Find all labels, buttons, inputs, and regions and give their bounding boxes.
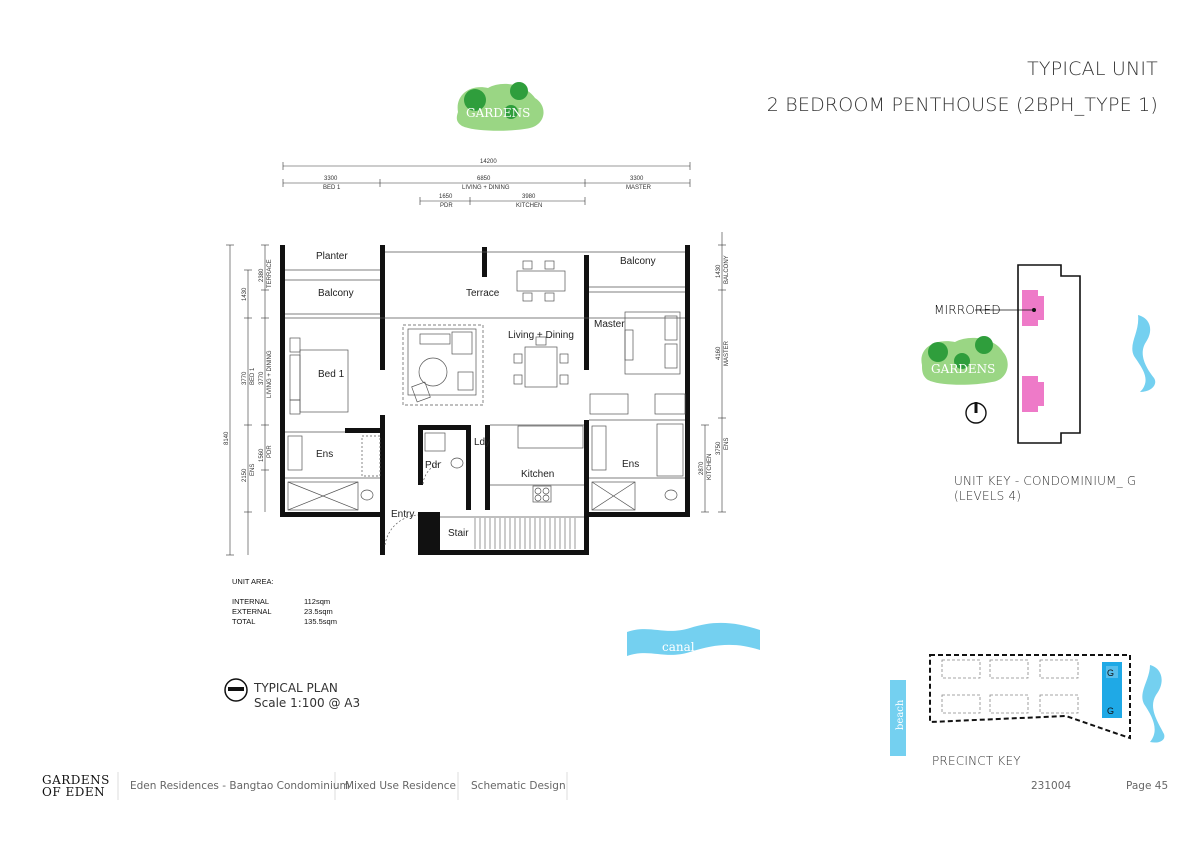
logo-line2: OF EDEN <box>42 785 106 799</box>
footer-page-number: Page 45 <box>1126 780 1169 792</box>
dim-kitchen-depth: 2870 <box>699 461 705 475</box>
dim-pdr: 1650 <box>439 194 453 200</box>
footer-date-code: 231004 <box>1031 780 1072 792</box>
room-ens-right: Ens <box>622 459 639 470</box>
room-terrace: Terrace <box>466 288 500 299</box>
plan-caption-title: TYPICAL PLAN <box>254 681 338 695</box>
beach-label: beach <box>895 699 906 730</box>
room-balcony-right: Balcony <box>620 256 656 267</box>
dim-pdr-depth: 1560 <box>259 448 265 462</box>
dim-pdr-label: PDR <box>440 203 453 209</box>
unit-area-heading: UNIT AREA: <box>232 577 274 586</box>
thin-lines <box>285 251 685 518</box>
footer-use: Mixed Use Residence <box>345 780 456 792</box>
logo: GARDENS OF EDEN <box>42 774 110 798</box>
unit-key-caption: UNIT KEY - CONDOMINIUM_ G <box>954 474 1137 488</box>
dim-master-depth-label: MASTER <box>724 340 730 366</box>
unit-key-levels: (LEVELS 4) <box>954 489 1022 503</box>
unit-area-table: UNIT AREA: INTERNAL 112sqm EXTERNAL 23.5… <box>232 577 372 627</box>
unit-area-total-value: 135.5sqm <box>304 617 337 626</box>
room-balcony-left: Balcony <box>318 288 354 299</box>
unit-area-internal-value: 112sqm <box>304 597 331 606</box>
dim-bed1-depth: 3770 <box>242 371 248 385</box>
dim-kitchen: 3980 <box>522 194 536 200</box>
dim-terrace-label: TERRACE <box>267 259 273 288</box>
dim-pdr-depth-label: PDR <box>267 445 273 458</box>
dim-ens-right: 3750 <box>716 441 722 455</box>
dim-master-label: MASTER <box>626 185 652 191</box>
room-ens-left: Ens <box>316 449 333 460</box>
dim-overall-width: 14200 <box>480 159 497 165</box>
plan-caption-scale: Scale 1:100 @ A3 <box>254 696 361 710</box>
room-master: Master <box>594 319 625 330</box>
dim-bed1-depth-label: BED 1 <box>250 367 256 385</box>
unit-area-internal-label: INTERNAL <box>232 597 270 606</box>
room-entry: Entry <box>391 509 414 520</box>
dim-bed1: 3300 <box>324 176 338 182</box>
left-dimensions <box>226 244 269 556</box>
dim-overall-depth: 8140 <box>224 431 230 445</box>
garden-label: GARDENS <box>466 106 530 120</box>
dim-living: 6850 <box>477 176 491 182</box>
dim-living-label: LIVING + DINING <box>462 185 510 191</box>
dim-balcony-right: 1430 <box>716 264 722 278</box>
room-kitchen: Kitchen <box>521 469 554 480</box>
unit-key-garden-label: GARDENS <box>931 362 995 376</box>
top-dimensions <box>282 162 691 205</box>
room-stair: Stair <box>448 528 469 539</box>
precinct-key-caption: PRECINCT KEY <box>932 754 1021 768</box>
dim-ens-left-label: ENS <box>250 464 256 476</box>
room-bed1: Bed 1 <box>318 369 345 380</box>
canal-label: canal <box>662 640 695 654</box>
room-living-dining: Living + Dining <box>508 330 574 341</box>
precinct-key-diagram: beach G G <box>890 654 1165 756</box>
unit-area-external-label: EXTERNAL <box>232 607 272 616</box>
block-g-label-top: G <box>1107 668 1114 678</box>
dim-balcony-right-label: BALCONY <box>724 255 730 284</box>
right-dimensions <box>701 232 726 513</box>
stair-treads <box>474 518 576 549</box>
dim-ens-left: 2150 <box>242 468 248 482</box>
dim-terrace: 2380 <box>259 268 265 282</box>
room-planter: Planter <box>316 251 348 262</box>
unit-area-external-value: 23.5sqm <box>304 607 333 616</box>
room-pdr: Pdr <box>425 460 441 471</box>
dim-living-depth: 3770 <box>259 371 265 385</box>
dim-kitchen-depth-label: KITCHEN <box>707 454 713 480</box>
footer-stage: Schematic Design <box>471 780 566 792</box>
dim-living-depth-label: LIVING + DINING <box>267 350 273 398</box>
footer-project: Eden Residences - Bangtao Condominium <box>130 780 350 792</box>
unit-key-diagram: GARDENS <box>921 264 1156 444</box>
dim-ens-right-label: ENS <box>724 438 730 450</box>
block-g-label-bottom: G <box>1107 706 1114 716</box>
dim-master: 3300 <box>630 176 644 182</box>
garden-illustration: GARDENS <box>456 82 544 131</box>
dim-bed1-label: BED 1 <box>323 185 341 191</box>
dim-kitchen-label: KITCHEN <box>516 203 542 209</box>
page-subtitle: 2 BEDROOM PENTHOUSE (2BPH_TYPE 1) <box>766 94 1158 116</box>
plan-symbol-icon <box>224 678 248 702</box>
dim-balcony-left: 1430 <box>242 287 248 301</box>
room-ldy: Ldy <box>474 437 490 448</box>
unit-area-total-label: TOTAL <box>232 617 256 626</box>
furniture <box>287 260 686 546</box>
mirrored-label: MIRRORED <box>934 303 1001 317</box>
page-title: TYPICAL UNIT <box>1027 58 1158 80</box>
logo-line1: GARDENS <box>42 773 110 787</box>
walls <box>280 245 690 555</box>
dim-master-depth: 4160 <box>716 346 722 360</box>
footer-dividers <box>117 772 568 800</box>
canal-illustration: canal <box>627 622 760 656</box>
